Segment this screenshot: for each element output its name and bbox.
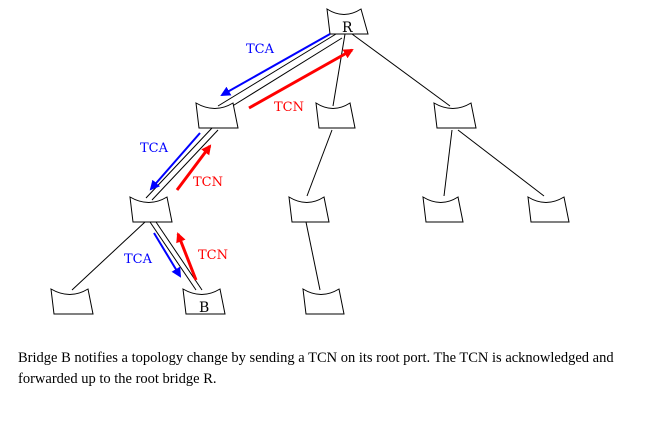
bridge-b xyxy=(182,288,226,315)
tcn-label-middle: TCN xyxy=(193,175,223,190)
caption: Bridge B notifies a topology change by s… xyxy=(18,350,614,387)
link-l2b-l3c xyxy=(305,221,321,291)
link-r-l1c xyxy=(351,33,451,107)
tca-label-top: TCA xyxy=(246,42,275,57)
link-l1b-l2b xyxy=(306,129,333,197)
links xyxy=(71,33,545,291)
tca-arrow-bottom xyxy=(153,232,182,278)
tcn-label-top: TCN xyxy=(274,100,304,115)
link-l2a-l3a xyxy=(71,221,146,291)
tca-arrows xyxy=(149,33,331,278)
bridge-root xyxy=(326,8,369,35)
tcn-arrow-top xyxy=(248,48,354,110)
tca-label-bottom: TCA xyxy=(124,252,153,267)
bridge-l3c xyxy=(302,288,345,315)
link-l1c-l2d xyxy=(457,129,545,197)
bridge-l3a xyxy=(50,288,94,315)
bridge-b-label: B xyxy=(199,300,209,316)
link-l2a-b xyxy=(149,221,197,291)
bridges xyxy=(50,8,570,315)
tca-arrow-middle xyxy=(149,132,201,191)
link-l1c-l2c xyxy=(443,129,453,197)
tcn-arrows xyxy=(175,48,354,281)
link-r-l1a-parallel xyxy=(225,37,343,111)
bridge-l2c xyxy=(422,196,464,223)
link-l1a-l2a-parallel xyxy=(151,129,219,201)
tcn-arrow-bottom xyxy=(176,232,198,281)
topology-diagram: R B TCA TCA TCA TCN TCN TCN xyxy=(50,8,570,316)
bridge-l1a xyxy=(195,102,239,129)
tcn-arrow-middle xyxy=(175,144,212,191)
bridge-l2a xyxy=(129,196,173,223)
bridge-l1c xyxy=(433,102,477,129)
tcn-label-bottom: TCN xyxy=(198,248,228,263)
tca-label-middle: TCA xyxy=(140,141,169,156)
bridge-l2b xyxy=(288,196,330,223)
root-bridge-label: R xyxy=(342,20,353,36)
bridge-l2d xyxy=(527,196,570,223)
link-r-l1a xyxy=(217,33,337,107)
tca-arrow-top xyxy=(220,33,331,96)
link-r-l1b xyxy=(332,33,346,107)
bridge-l1b xyxy=(315,102,356,129)
